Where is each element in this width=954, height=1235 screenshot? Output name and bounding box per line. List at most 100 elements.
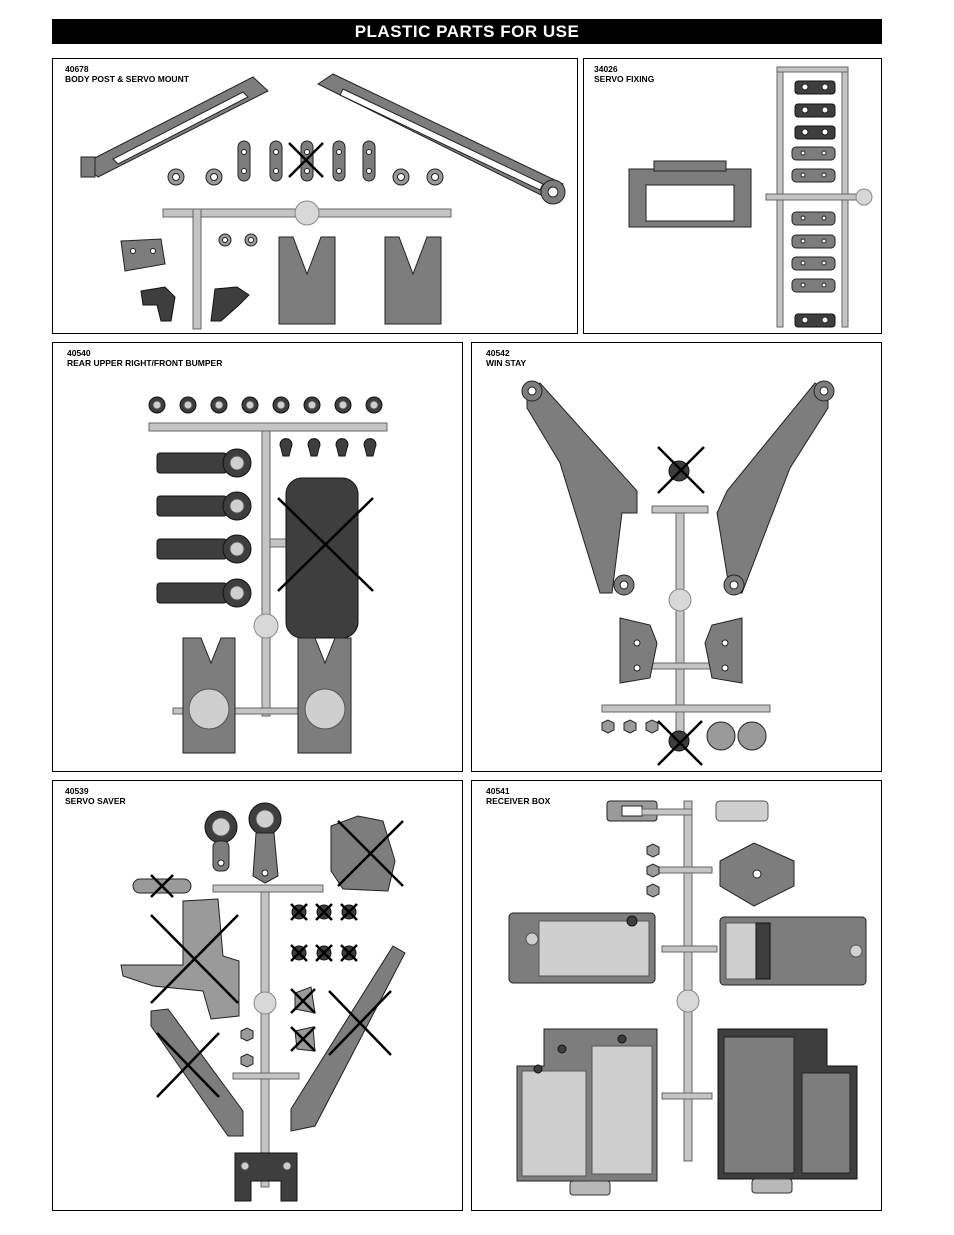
page-title: PLASTIC PARTS FOR USE <box>354 22 580 41</box>
body-clip <box>140 286 176 322</box>
nut <box>646 863 660 878</box>
nut <box>240 1027 254 1042</box>
receiver-box-tab <box>569 1180 611 1196</box>
servo-saver-mount <box>234 1152 298 1202</box>
wing-disc <box>706 721 736 751</box>
sprue-runner <box>651 505 709 514</box>
part-number: 40541 <box>486 786 510 796</box>
sprue-gate <box>676 989 700 1013</box>
sprue-runner <box>212 884 324 893</box>
nut <box>646 883 660 898</box>
nut-row <box>601 719 659 734</box>
switch-plate <box>715 800 769 822</box>
sprue-gate <box>855 188 873 206</box>
wing-stay-right <box>716 382 829 594</box>
nut <box>240 1053 254 1068</box>
ball-cup-row <box>148 396 383 414</box>
servo-fixing-items <box>791 80 836 328</box>
servo-frame-opening <box>645 184 735 222</box>
panel-body-post-servo-mount: 40678 BODY POST & SERVO MOUNT <box>52 58 578 334</box>
sprue-runner <box>651 866 713 874</box>
not-used-x-mark <box>288 142 324 178</box>
body-post-slot <box>339 88 544 191</box>
sprue-runner <box>661 1092 713 1100</box>
receiver-box-floor <box>521 1070 587 1177</box>
part-name: REAR UPPER RIGHT/FRONT BUMPER <box>67 358 223 368</box>
mount-hole <box>547 186 559 198</box>
body-clip <box>210 286 250 322</box>
servo-mount-bracket <box>120 898 240 1020</box>
panel-servo-fixing: 34026 SERVO FIXING <box>583 58 882 334</box>
servo-mount-v <box>384 236 442 325</box>
sprue-gate <box>294 200 320 226</box>
part-number: 40678 <box>65 64 89 74</box>
not-used-x-mark <box>337 820 404 887</box>
part-number: 40540 <box>67 348 91 358</box>
washer-row <box>167 168 444 186</box>
servo-frame-tab <box>653 160 727 172</box>
sprue-runner <box>601 704 771 713</box>
not-used-x-mark <box>150 874 174 898</box>
sprue-runner <box>232 1072 300 1080</box>
steering-arm-right <box>290 945 406 1132</box>
not-used-x-mark <box>150 914 239 1004</box>
receiver-box-lid-face <box>538 920 650 977</box>
servo-mount-v <box>278 236 336 325</box>
front-bumper <box>285 477 359 639</box>
not-used-x-mark <box>328 990 392 1056</box>
part-name: WIN STAY <box>486 358 527 368</box>
part-number: 40542 <box>486 348 510 358</box>
receiver-box-wall <box>591 1045 653 1175</box>
sprue-gate <box>253 613 279 639</box>
part-name: SERVO SAVER <box>65 796 126 806</box>
wing-mount-left <box>619 617 658 684</box>
sprue-runner <box>641 808 693 816</box>
nut <box>646 843 660 858</box>
sprue-runner <box>260 891 270 1188</box>
sprue-runner <box>661 945 718 953</box>
sprue-runner <box>776 66 849 73</box>
not-used-x-mark <box>156 1032 220 1098</box>
panel-label: 40540 REAR UPPER RIGHT/FRONT BUMPER <box>67 348 222 368</box>
panel-receiver-box: 40541 RECEIVER BOX <box>471 780 882 1211</box>
parts-sprue-illustration <box>521 380 835 766</box>
sprue-runner <box>641 662 719 670</box>
sprue-runner <box>192 208 202 330</box>
panel-label: 40678 BODY POST & SERVO MOUNT <box>65 64 189 84</box>
part-name: BODY POST & SERVO MOUNT <box>65 74 189 84</box>
receiver-box-tab <box>751 1178 793 1194</box>
panel-win-stay: 40542 WIN STAY <box>471 342 882 772</box>
panel-label: 40539 SERVO SAVER <box>65 786 126 806</box>
wing-mount-right <box>704 617 743 684</box>
not-used-x-mark <box>657 446 705 494</box>
sprue-gate <box>668 588 692 612</box>
not-used-x-mark <box>277 497 374 592</box>
wing-disc <box>737 721 767 751</box>
parts-sprue-illustration <box>148 396 388 754</box>
small-parts-not-used <box>290 986 316 1052</box>
part-number: 34026 <box>594 64 618 74</box>
body-post-foot <box>80 156 96 178</box>
panel-servo-saver: 40539 SERVO SAVER <box>52 780 463 1211</box>
receiver-box-wall <box>801 1072 851 1174</box>
panel-rear-upper-right-front-bumper: 40540 REAR UPPER RIGHT/FRONT BUMPER <box>52 342 463 772</box>
parts-sprue-illustration <box>80 73 566 330</box>
sprue-gate <box>253 991 277 1015</box>
panel-label: 40541 RECEIVER BOX <box>486 786 550 806</box>
panel-label: 34026 SERVO FIXING <box>594 64 654 84</box>
wing-stay-left <box>526 382 638 594</box>
parts-sprue-illustration <box>508 800 867 1196</box>
sprue-runner <box>261 430 271 717</box>
parts-sprue-illustration <box>628 66 873 328</box>
spacer-row <box>237 140 376 182</box>
receiver-box-lid-face <box>725 922 757 980</box>
part-name: SERVO FIXING <box>594 74 655 84</box>
bearing-seat <box>188 688 230 730</box>
sprue-runner <box>148 422 388 432</box>
bearing-seat <box>304 688 346 730</box>
panel-label: 40542 WIN STAY <box>486 348 526 368</box>
sprue-runner <box>765 193 867 201</box>
clip-row <box>279 438 377 457</box>
part-number: 40539 <box>65 786 89 796</box>
parts-sprue-illustration <box>120 802 406 1202</box>
